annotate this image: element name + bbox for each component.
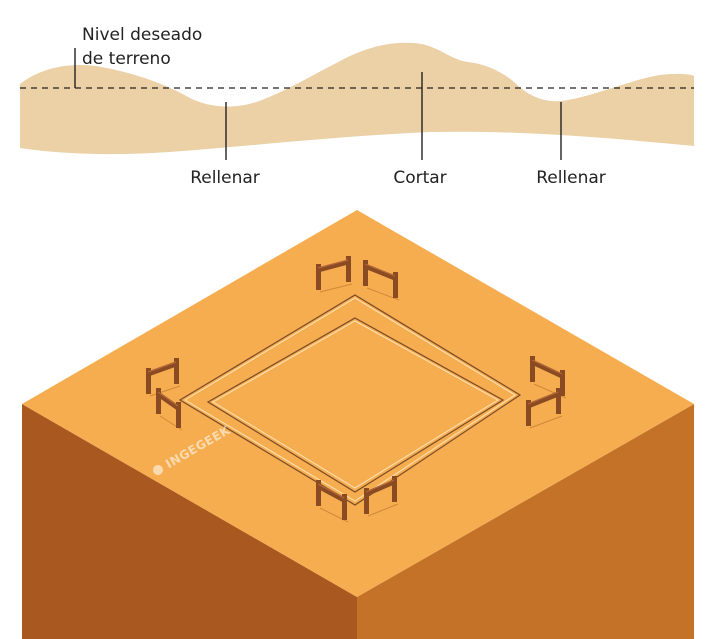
batter-board <box>316 256 353 293</box>
board-post <box>316 480 321 506</box>
soil-profile-shape <box>20 42 694 155</box>
inner-string-outline-highlight <box>212 320 499 489</box>
platform-right-face <box>357 404 694 639</box>
level-label-line1: Nivel deseado <box>82 25 202 45</box>
board-post <box>560 370 565 396</box>
batter-board <box>364 476 399 517</box>
inner-string-outline <box>206 317 505 493</box>
board-post <box>526 400 531 426</box>
board-crossbar-highlight <box>157 391 179 407</box>
watermark-logo-icon <box>153 465 163 475</box>
board-crossbar-highlight <box>147 361 177 373</box>
board-shadow <box>367 503 399 517</box>
board-post <box>530 356 535 382</box>
board-post <box>364 488 369 514</box>
board-crossbar <box>156 391 180 411</box>
board-post <box>176 402 181 428</box>
batter-board <box>156 388 183 431</box>
board-post <box>346 256 351 282</box>
leveled-platform <box>22 210 694 639</box>
board-crossbar-highlight <box>365 479 395 493</box>
outer-string-outline-highlight <box>184 297 516 502</box>
level-label-line2: de terreno <box>82 49 171 69</box>
board-post <box>556 388 561 414</box>
fill-left-label: Rellenar <box>190 168 260 188</box>
board-post <box>363 260 368 286</box>
board-crossbar-highlight <box>527 391 559 405</box>
board-crossbar-highlight <box>317 259 349 269</box>
batter-board <box>146 358 181 397</box>
board-post <box>156 388 161 414</box>
batter-board <box>363 260 400 301</box>
outer-string-outline <box>178 294 522 506</box>
platform-left-face <box>22 404 357 639</box>
platform-top-face <box>22 210 694 597</box>
board-crossbar-highlight <box>531 359 563 375</box>
board-post <box>316 264 321 290</box>
board-crossbar-highlight <box>317 483 345 499</box>
cut-label: Cortar <box>393 168 446 188</box>
board-shadow <box>319 283 353 293</box>
board-crossbar-highlight <box>364 263 396 277</box>
board-post <box>392 476 397 502</box>
board-crossbar <box>365 479 395 497</box>
board-shadow <box>529 415 563 429</box>
board-post <box>174 358 179 384</box>
batter-boards <box>146 256 567 523</box>
board-crossbar <box>527 391 559 409</box>
board-post <box>146 368 151 394</box>
board-post <box>342 494 347 520</box>
board-crossbar <box>317 259 349 273</box>
terrain-profile: Nivel deseado de terreno Rellenar Cortar… <box>20 25 694 188</box>
fill-right-label: Rellenar <box>536 168 606 188</box>
board-shadow <box>149 385 181 397</box>
batter-board <box>526 388 563 429</box>
board-crossbar <box>147 361 177 377</box>
batter-board <box>316 480 349 523</box>
board-post <box>393 272 398 298</box>
board-crossbar <box>530 359 564 379</box>
board-crossbar <box>364 263 396 281</box>
board-crossbar <box>316 483 346 503</box>
